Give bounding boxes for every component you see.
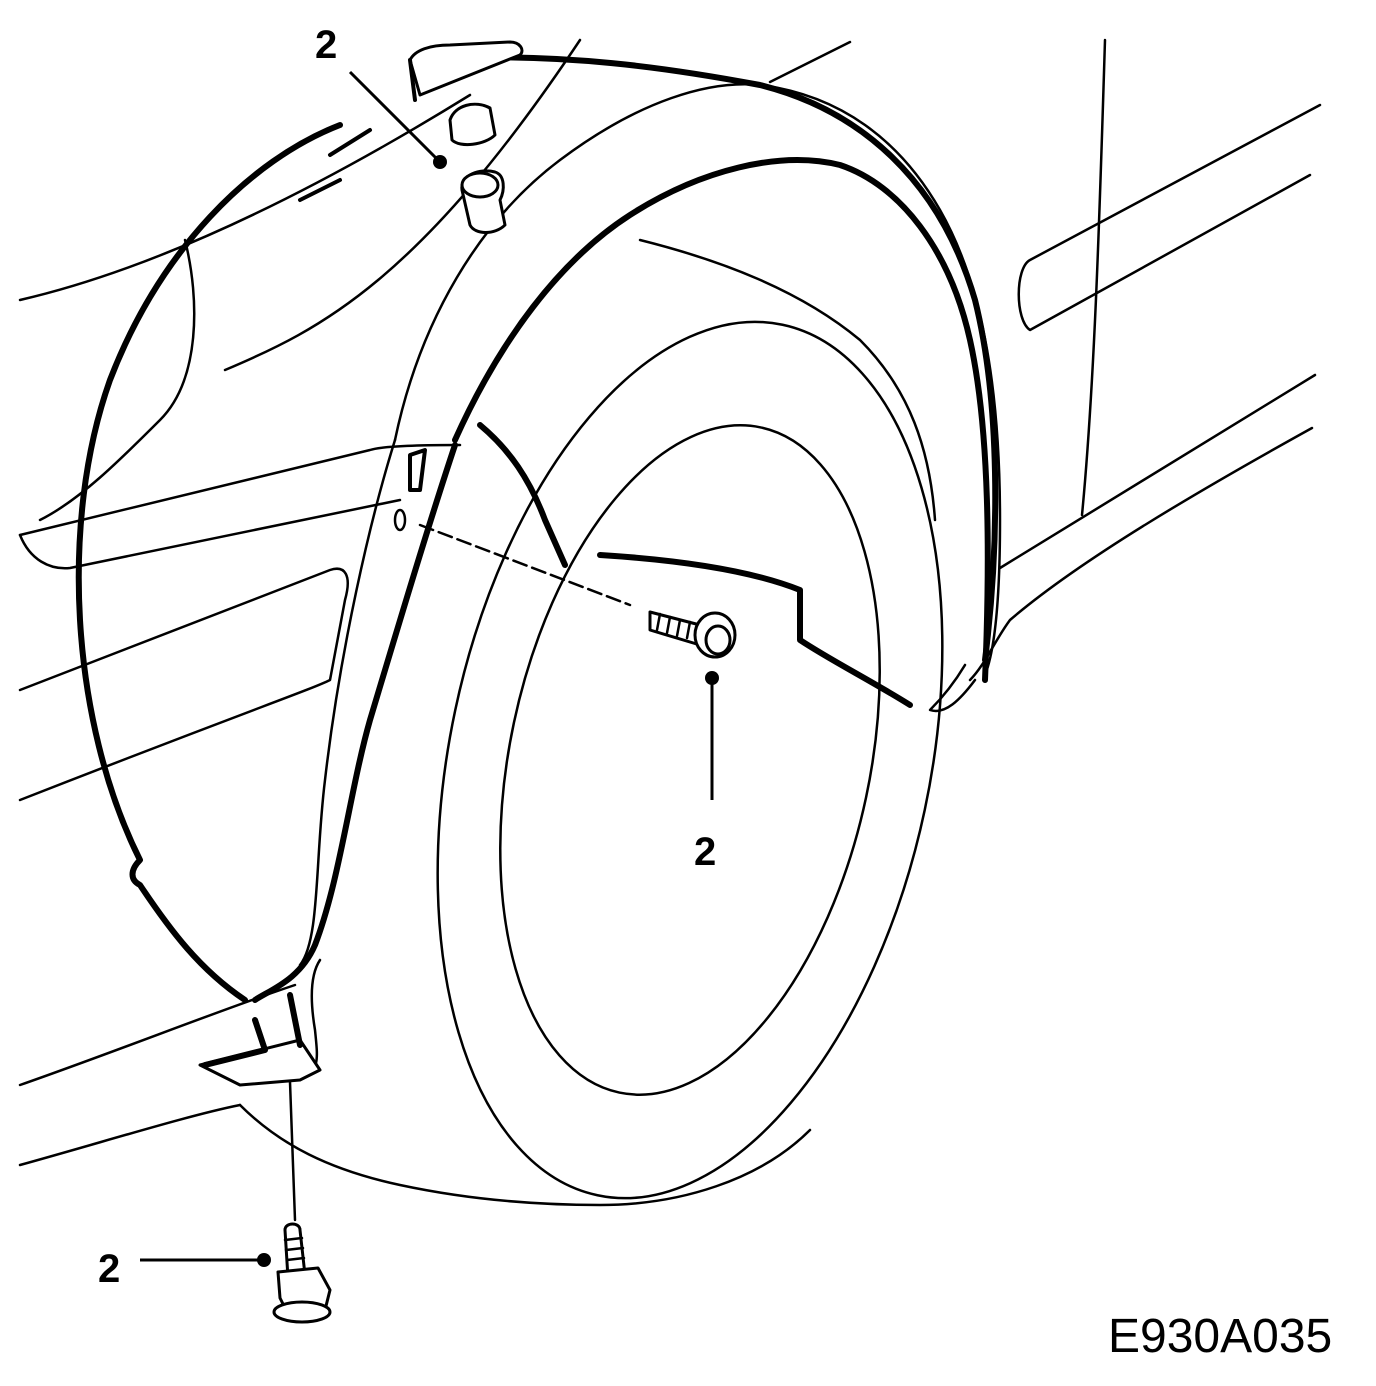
leader-top (348, 70, 442, 164)
top-clip-fasteners (448, 102, 507, 234)
leader-bottom-dot (257, 1253, 271, 1267)
callout-leaders (140, 70, 719, 1267)
wheel (436, 320, 944, 1200)
leader-top-dot (433, 155, 447, 169)
bottom-screw (272, 1080, 332, 1324)
body-side-panel (768, 38, 1322, 682)
bumper-lines (18, 38, 582, 1167)
wheel-arch-liner (75, 40, 1002, 1207)
figure-code: E930A035 (1108, 1310, 1332, 1363)
callout-number-top: 2 (315, 23, 337, 67)
leader-center-dot (705, 671, 719, 685)
callout-number-bottom: 2 (98, 1247, 120, 1291)
center-screw (648, 610, 737, 659)
callout-number-center: 2 (694, 830, 716, 874)
